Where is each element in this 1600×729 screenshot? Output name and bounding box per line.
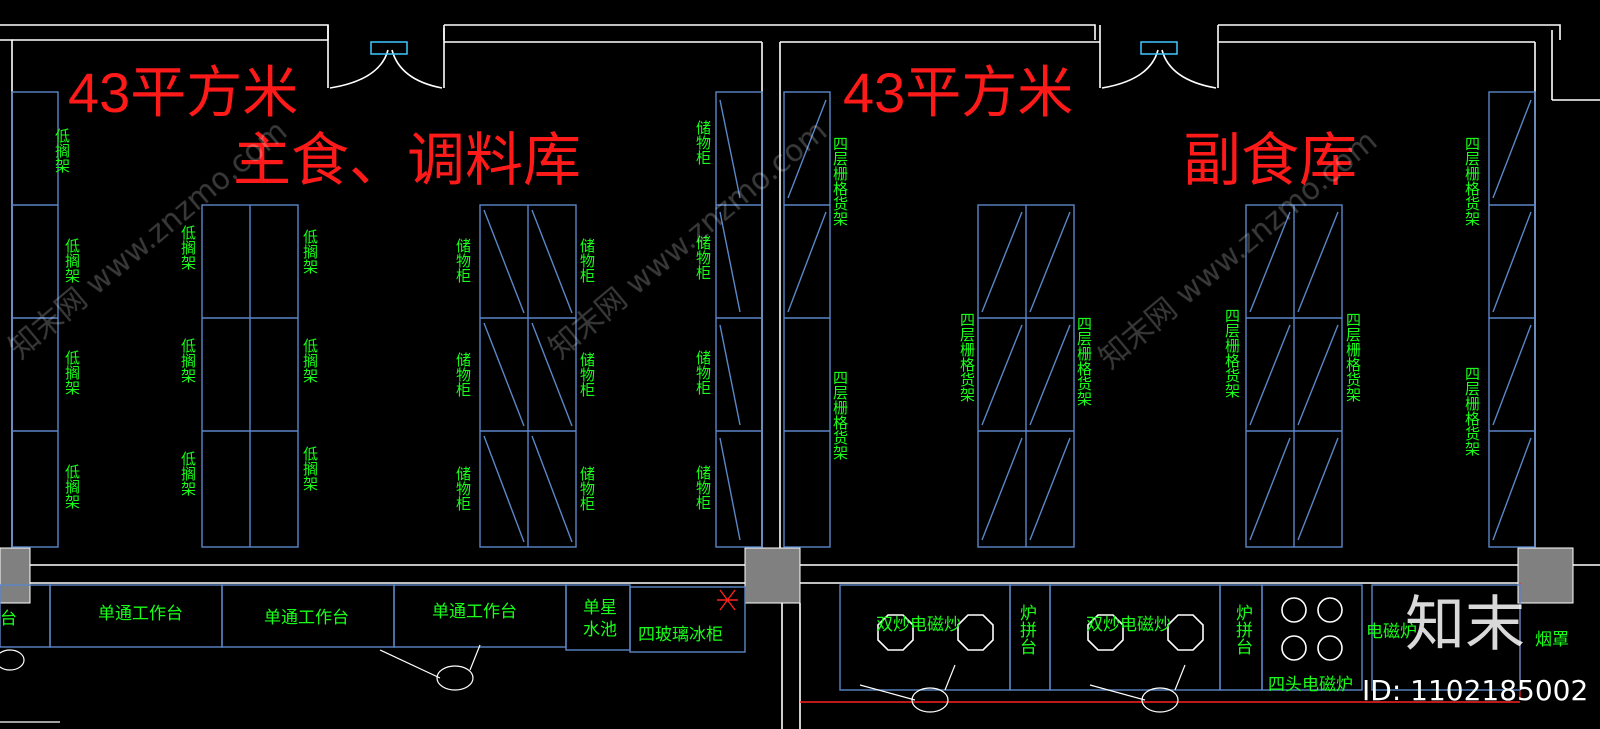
cabinet-label: 储物柜 [454,238,472,283]
cabinet-label: 储物柜 [578,466,596,511]
right-room-equipment [783,91,1536,548]
left-room-name: 主食、调料库 [233,128,581,193]
kitchen-equipment [0,584,1521,691]
cabinet-label: 储物柜 [578,238,596,283]
workbench-label: 单通工作台 [432,602,517,622]
rack-label: 四层栅格货架 [1223,308,1241,398]
storage-cabinet-block [479,204,577,548]
cabinet-label: 储物柜 [454,466,472,511]
partial-equipment-label: 台 [0,609,17,629]
middle-low-shelf [201,204,299,548]
stir-fry-label: 双炒电磁炒 [1086,615,1171,635]
rack-label: 四层栅格货架 [1075,316,1093,406]
person-figures [0,644,1186,713]
induction-label: 电磁炉 [1366,622,1417,642]
rack-label: 四层栅格货架 [958,312,976,402]
middle-shelf-label: 低搁架 [301,446,319,491]
center-grid-rack-b [1245,204,1343,548]
middle-shelf-label: 低搁架 [179,451,197,496]
rack-label: 四层栅格货架 [1344,312,1362,402]
rack-label: 四层栅格货架 [831,136,849,226]
hood-label: 烟罩 [1535,630,1569,650]
stir-fry-label: 双炒电磁炒 [876,615,961,635]
cabinet-label: 储物柜 [454,352,472,397]
workbench-label: 单通工作台 [98,604,183,624]
middle-shelf-label: 低搁架 [179,338,197,383]
person-figure [859,664,956,713]
stove-label: 炉拼台 [1016,604,1037,655]
middle-shelf-label: 低搁架 [301,229,319,274]
person-figure [1089,664,1186,713]
left-low-shelf [11,91,59,548]
four-head-label: 四头电磁炉 [1268,675,1353,695]
left-shelf-label: 低搁架 [63,350,81,395]
stove-label: 炉拼台 [1232,604,1253,655]
right-room-labels: 43平方米 副食库 四层栅格货架 四层栅格货架 四层栅格货架 四层栅格货架 四层… [831,61,1481,460]
left-room-equipment [11,91,763,548]
kitchen-labels: 台 单通工作台 单通工作台 单通工作台 单星水池 四玻璃冰柜 双炒电磁炒 炉拼台… [0,598,1569,695]
right-grid-rack [1488,91,1536,548]
cabinet-label: 储物柜 [578,352,596,397]
left-shelf-label: 低搁架 [53,128,71,173]
left-room-labels: 43平方米 主食、调料库 低搁架 低搁架 低搁架 低搁架 低搁架 低搁架 低搁架… [53,61,712,511]
right-room-name: 副食库 [1183,128,1357,193]
right-cabinet-label: 储物柜 [694,235,712,280]
watermark-logo: 知末 [1405,590,1525,660]
left-shelf-label: 低搁架 [63,238,81,283]
left-area-label: 43平方米 [68,61,298,124]
sink-label-box: 单星水池 [583,598,617,640]
rack-label: 四层栅格货架 [831,370,849,460]
fridge-label: 四玻璃冰柜 [638,625,723,645]
right-cabinet-label: 储物柜 [694,465,712,510]
middle-shelf-label: 低搁架 [301,338,319,383]
workbench-label: 单通工作台 [264,608,349,628]
watermark-id: ID: 1102185002 [1362,674,1588,707]
rack-label: 四层栅格货架 [1463,136,1481,226]
rack-label: 四层栅格货架 [1463,366,1481,456]
right-area-label: 43平方米 [843,61,1073,124]
right-wall-cabinet [715,91,763,548]
person-figure [0,649,25,671]
person-figure [379,644,481,691]
right-cabinet-label: 储物柜 [694,120,712,165]
right-cabinet-label: 储物柜 [694,350,712,395]
sink-label: 单星水池 [583,598,617,640]
left-shelf-label: 低搁架 [63,464,81,509]
center-grid-rack-a [977,204,1075,548]
left-grid-rack [783,91,831,548]
middle-shelf-label: 低搁架 [179,225,197,270]
